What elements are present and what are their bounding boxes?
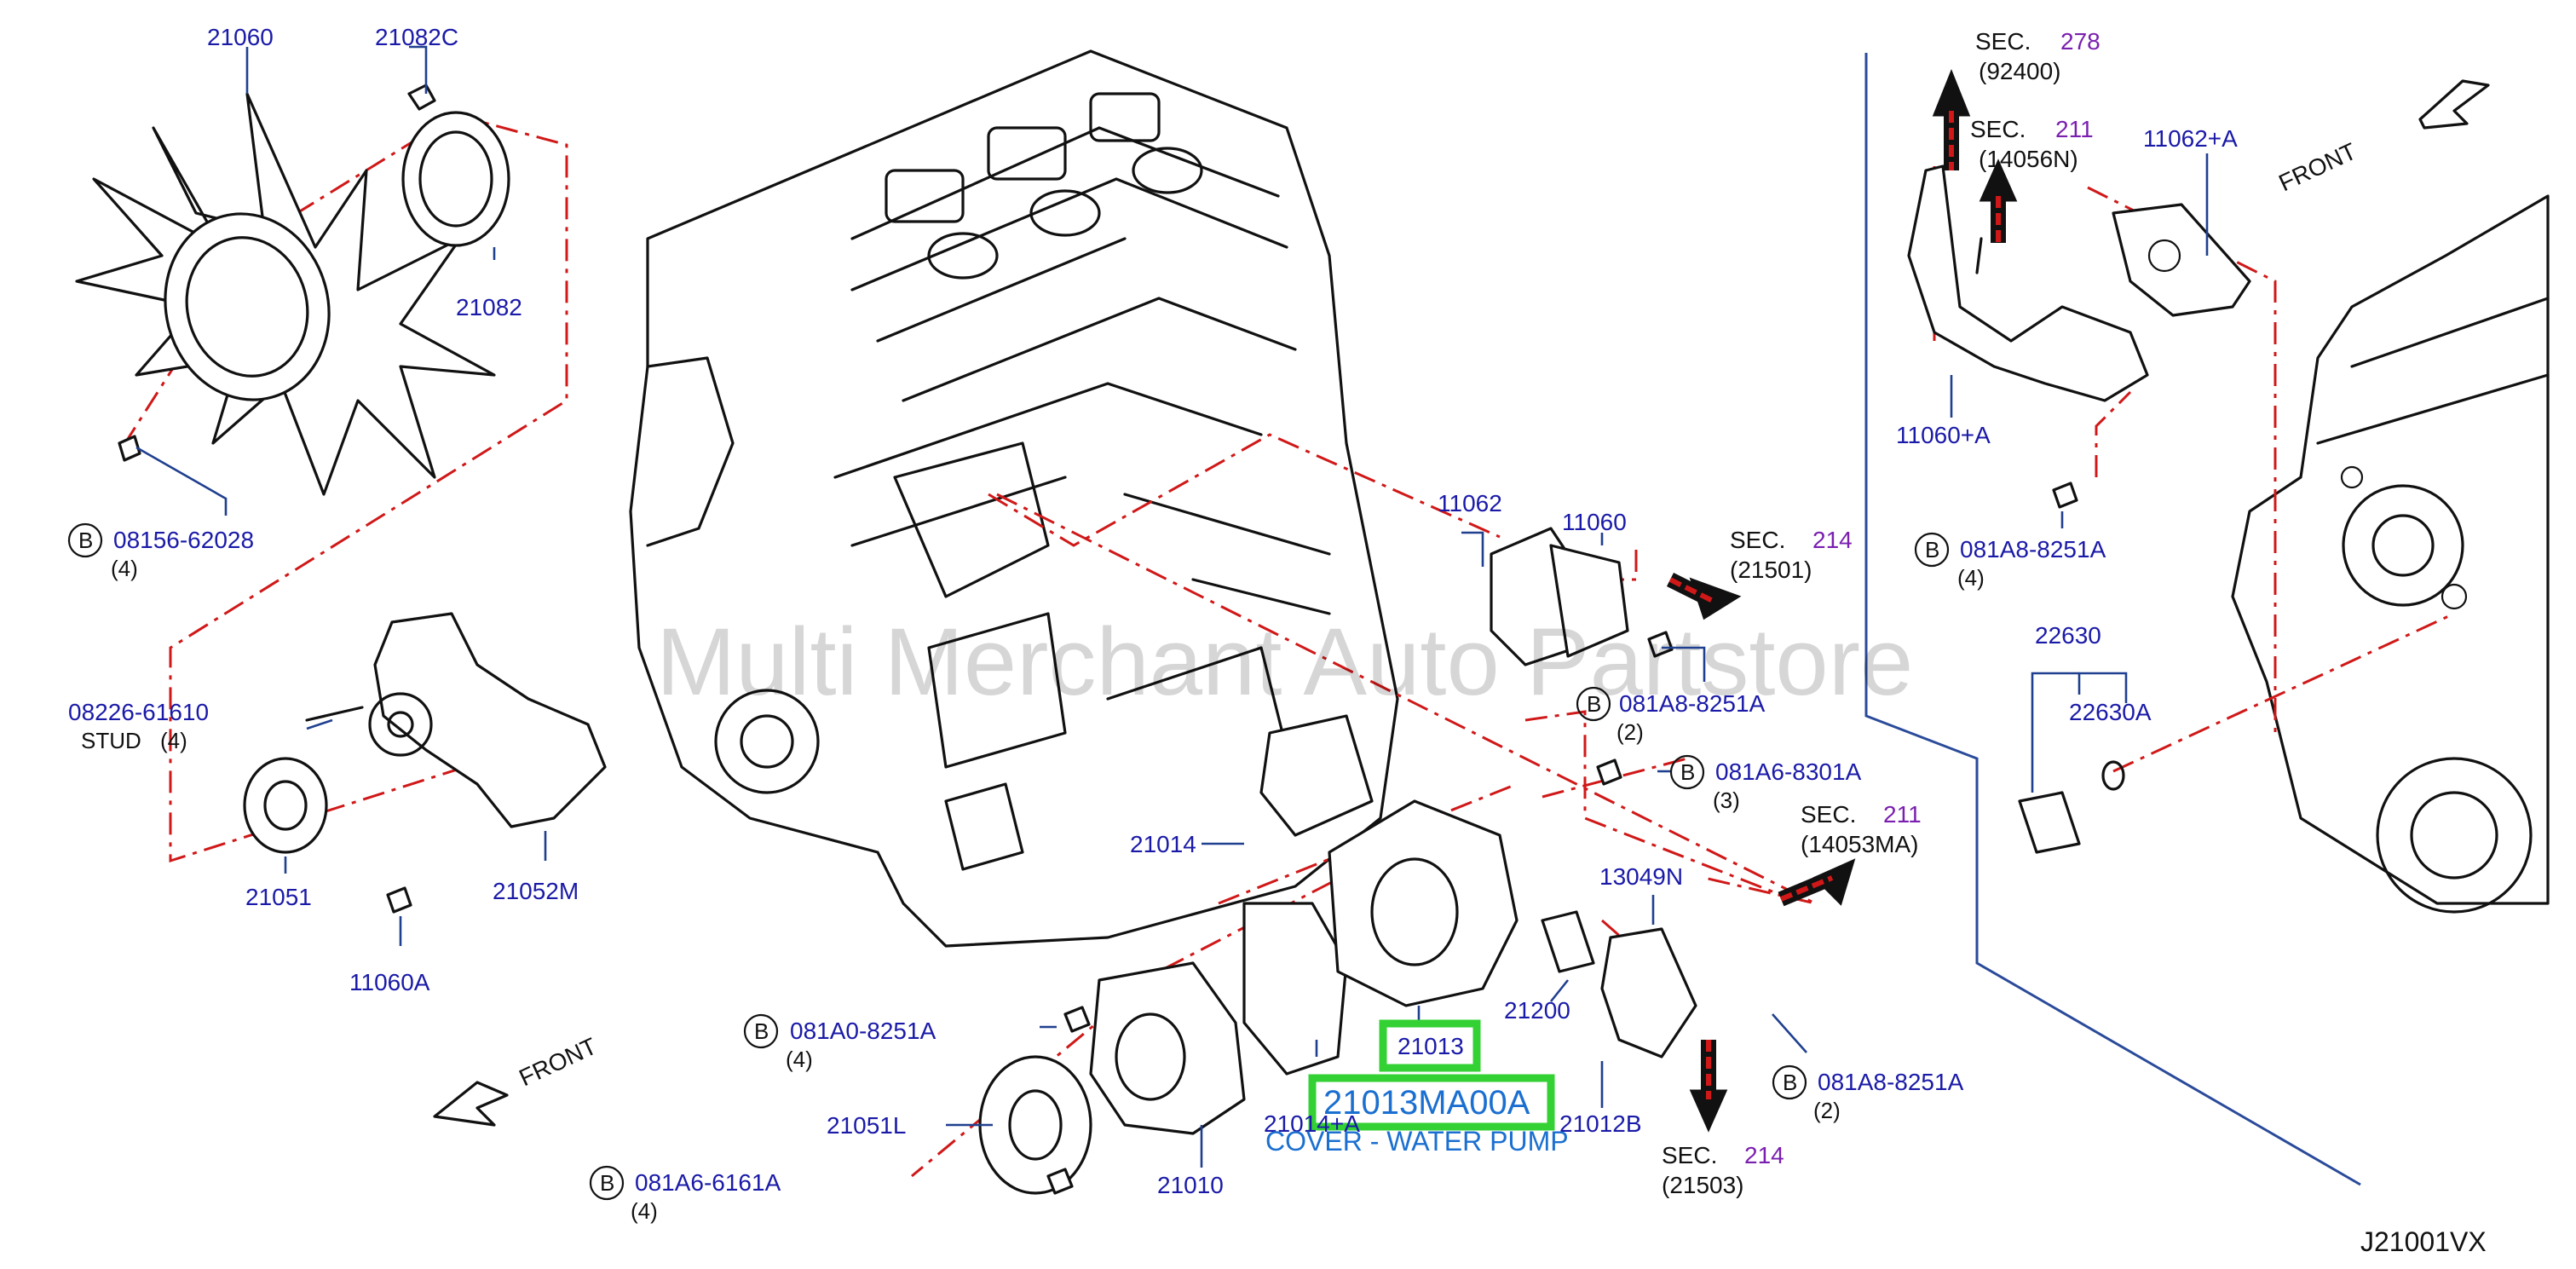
highlight-box-part-number [1308,1074,1555,1131]
svg-text:(21503): (21503) [1662,1172,1744,1198]
svg-text:SEC.: SEC. [1975,28,2031,55]
section-arrows [1666,68,2018,1133]
label-21013[interactable]: 21013 [1397,1033,1464,1059]
part-number-highlight[interactable]: 21013MA00A [1323,1084,1530,1122]
svg-text:(21501): (21501) [1730,557,1812,583]
water-pump-illustration [978,527,1697,1195]
bolt-symbol-letter: B [1925,537,1939,562]
label-081A0-8251A[interactable]: 081A0-8251A [790,1018,936,1044]
label-11060[interactable]: 11060 [1562,509,1627,535]
qty-081A8-c: (4) [1957,565,1985,591]
svg-text:278: 278 [2060,28,2101,55]
section-ref-211-b[interactable]: SEC. 211 (14053MA) [1801,801,1922,857]
section-ref-214-a[interactable]: SEC. 214 (21501) [1730,527,1853,583]
section-ref-214-b[interactable]: SEC. 214 (21503) [1662,1142,1784,1198]
qty-081A6-8301: (3) [1713,787,1740,813]
svg-text:SEC.: SEC. [1662,1142,1717,1168]
stud-word: STUD [81,728,141,753]
front-arrow-upper: FRONT [2274,79,2490,197]
bolt-symbol-circle [1669,754,1705,790]
front-label-lower: FRONT [515,1033,601,1092]
svg-text:211: 211 [1883,801,1922,828]
bolt-symbol-letter: B [754,1018,769,1044]
label-21014A[interactable]: 21014+A [1264,1110,1360,1137]
qty-081A0: (4) [786,1047,813,1072]
label-081A8-8251A-b[interactable]: 081A8-8251A [1818,1069,1964,1095]
label-081A8-8251A-a[interactable]: 081A8-8251A [1619,690,1766,717]
part-description: COVER - WATER PUMP [1265,1126,1569,1157]
svg-text:SEC.: SEC. [1730,527,1785,553]
label-21051[interactable]: 21051 [245,884,312,910]
label-11062A[interactable]: 11062+A [2143,125,2238,152]
pulley-bracket-illustration [243,612,607,914]
svg-text:(14056N): (14056N) [1979,146,2078,172]
label-08156-62028[interactable]: 08156-62028 [113,527,254,553]
svg-text:211: 211 [2055,116,2094,142]
bolt-symbol-letter: B [1587,691,1601,717]
diagram-code: J21001VX [2360,1226,2487,1257]
label-21082[interactable]: 21082 [456,294,522,320]
svg-text:(14053MA): (14053MA) [1801,831,1919,857]
label-21060[interactable]: 21060 [207,24,274,50]
bolt-symbol-letter: B [600,1170,614,1196]
bolt-symbol-letter: B [78,528,93,553]
front-label-upper: FRONT [2274,138,2360,197]
label-21010[interactable]: 21010 [1157,1172,1224,1198]
section-ref-278[interactable]: SEC. 278 (92400) [1975,28,2101,84]
svg-text:(92400): (92400) [1979,58,2061,84]
bolt-symbol-circle [1576,686,1611,722]
svg-text:SEC.: SEC. [1970,116,2026,142]
label-leaders [135,45,2209,1168]
label-21082C[interactable]: 21082C [375,24,458,50]
qty-081A6-6161: (4) [631,1198,658,1224]
section-ref-211-a[interactable]: SEC. 211 (14056N) [1970,116,2094,172]
label-21012B[interactable]: 21012B [1559,1110,1642,1137]
svg-text:214: 214 [1744,1142,1784,1168]
label-21014[interactable]: 21014 [1130,831,1196,857]
label-11060pA[interactable]: 11060+A [1896,422,1991,448]
qty-08156: (4) [111,556,138,581]
label-08226-61610[interactable]: 08226-61610 [68,699,209,725]
highlight-box-21013 [1379,1019,1481,1072]
label-081A6-8301A[interactable]: 081A6-8301A [1715,759,1862,785]
qty-stud: (4) [160,728,187,753]
label-11060A[interactable]: 11060A [349,969,430,995]
label-21052M[interactable]: 21052M [493,878,579,904]
label-21051L[interactable]: 21051L [827,1112,906,1139]
label-081A6-6161A[interactable]: 081A6-6161A [635,1169,781,1196]
label-22630[interactable]: 22630 [2035,622,2101,649]
label-21200[interactable]: 21200 [1504,997,1570,1024]
svg-text:214: 214 [1812,527,1853,553]
bolt-symbol-letter: B [1783,1070,1797,1095]
bolt-symbol-circle [743,1013,779,1049]
label-22630A[interactable]: 22630A [2069,699,2152,725]
label-081A8-8251A-c[interactable]: 081A8-8251A [1960,536,2106,562]
cooling-fan-illustration [75,84,510,496]
front-arrow-lower: FRONT [433,1033,601,1127]
water-outlet-illustration [1907,164,2251,854]
bolt-symbol-letter: B [1680,759,1695,785]
bolt-symbol-circle [1914,532,1950,568]
bolt-symbol-circle [1772,1064,1807,1100]
engine-side-illustration [2231,194,2550,914]
qty-081A8-a: (2) [1616,719,1644,745]
qty-081A8-b: (2) [1813,1098,1841,1123]
engine-block-illustration [629,49,1399,948]
svg-text:SEC.: SEC. [1801,801,1856,828]
bolt-symbol-circle [67,522,103,558]
label-11062[interactable]: 11062 [1438,490,1502,516]
label-13049N[interactable]: 13049N [1599,863,1683,890]
bolt-symbol-circle [589,1165,625,1201]
